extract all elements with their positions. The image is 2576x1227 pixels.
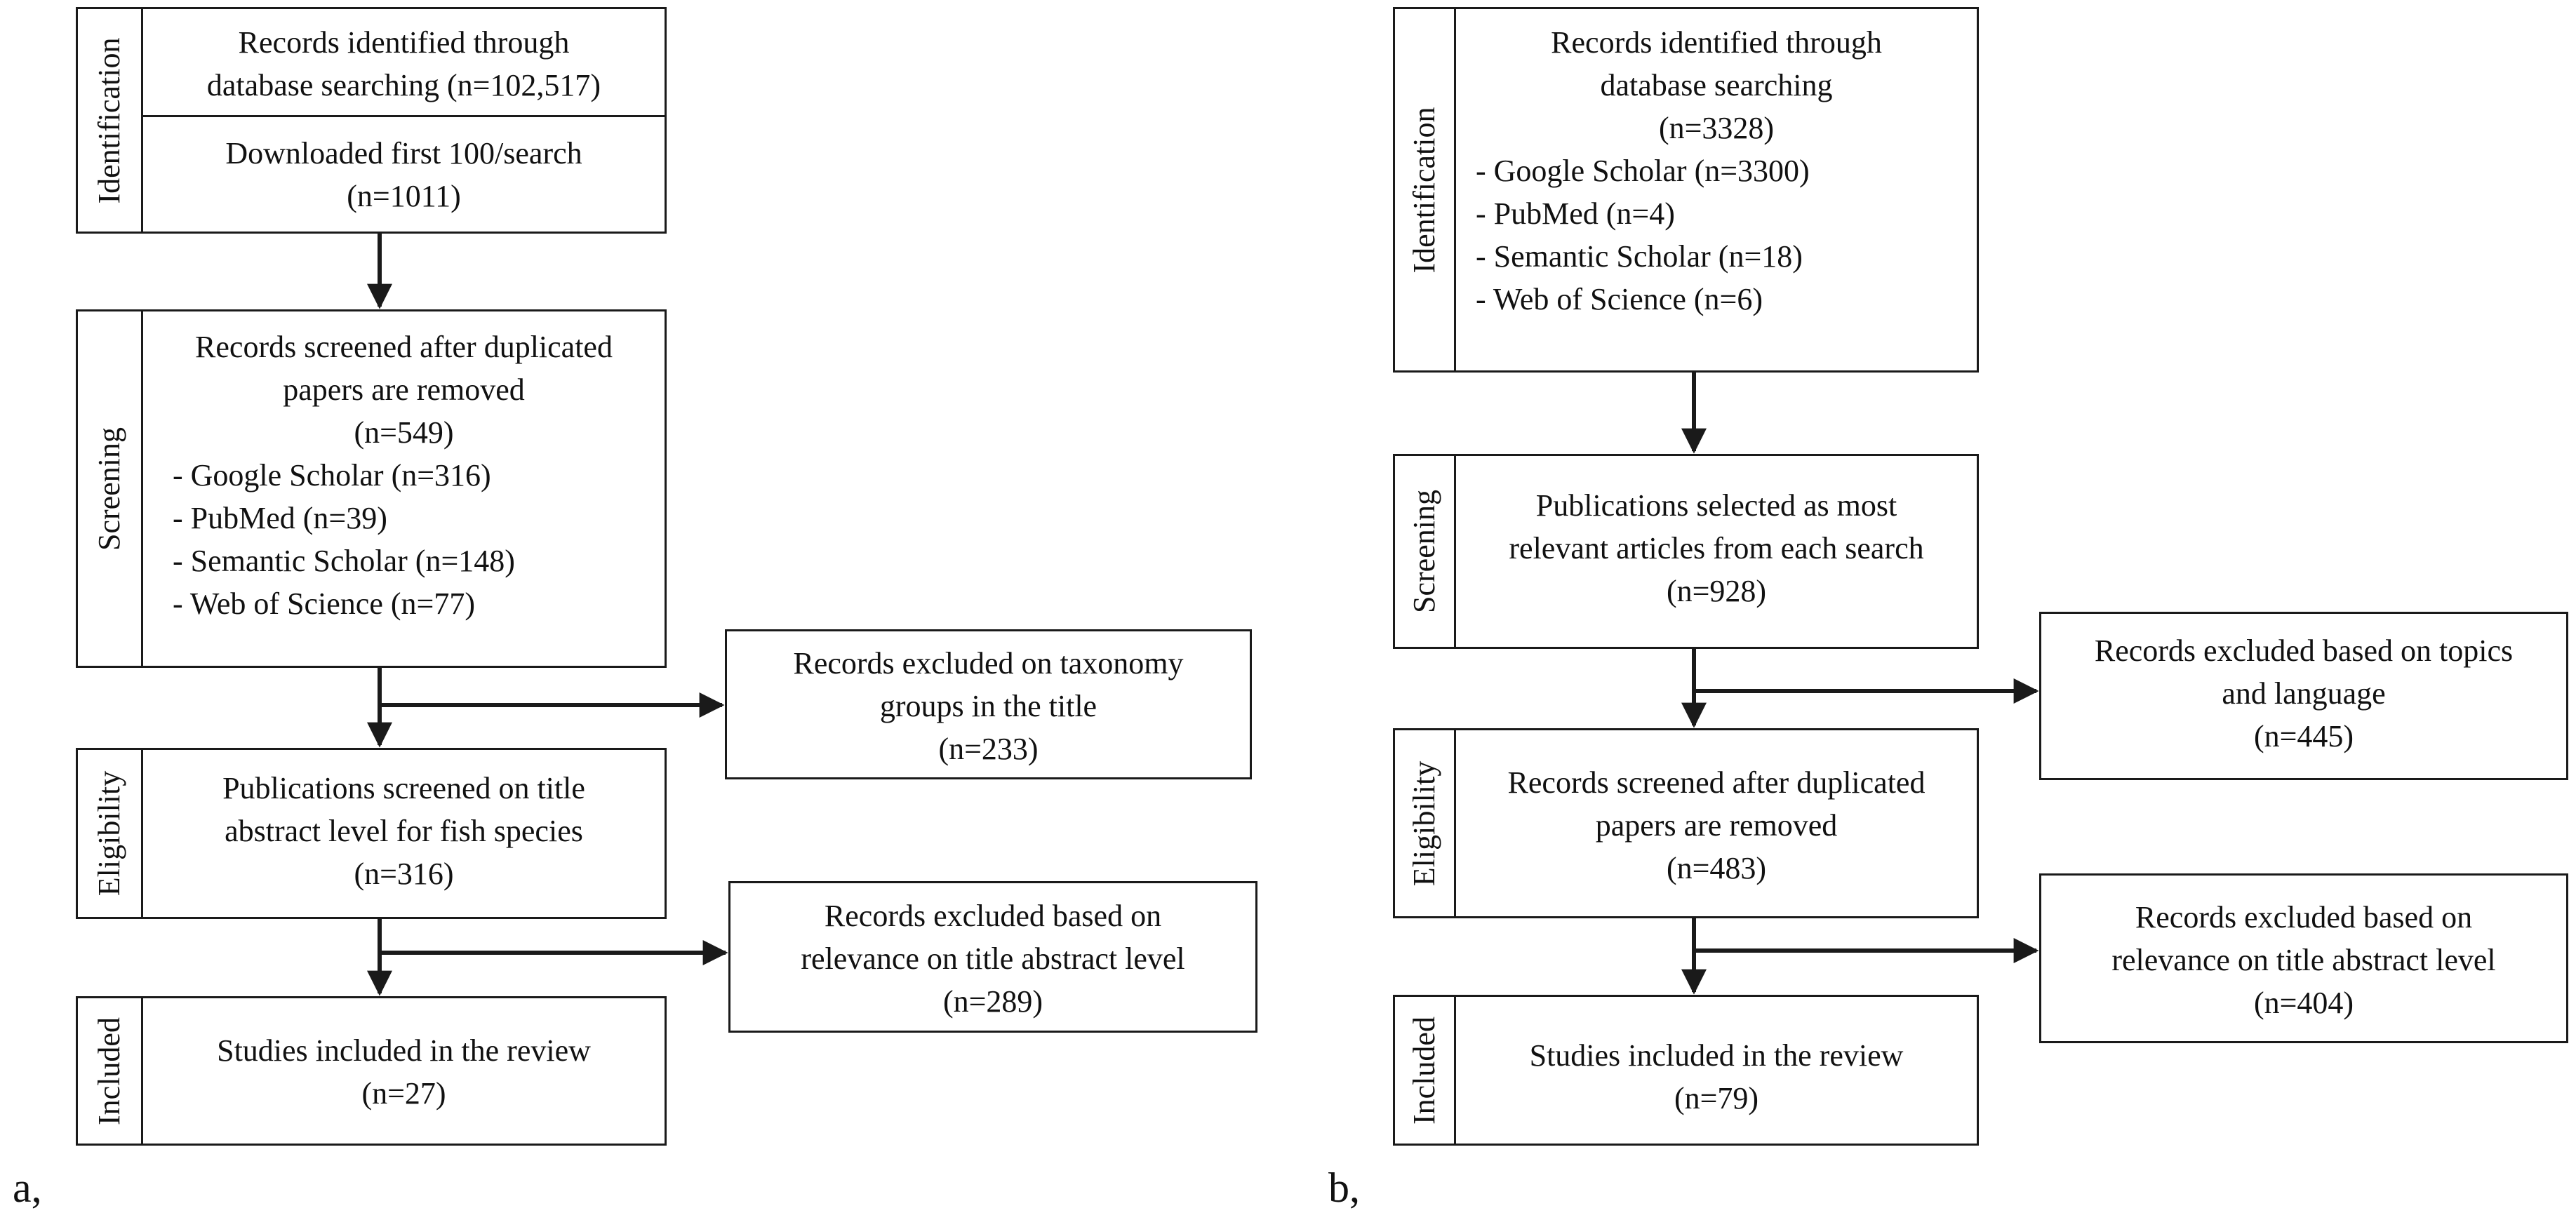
box-text: Publications selected as most — [1535, 488, 1897, 523]
box-text: Records excluded based on — [2135, 900, 2473, 934]
box-count: (n=3328) — [1658, 111, 1775, 145]
included-box: Studies included in the review (n=79) — [1454, 995, 1979, 1146]
box-text: Records excluded based on topics — [2094, 633, 2514, 668]
screening-box: Publications selected as most relevant a… — [1454, 454, 1979, 649]
box-count: (n=233) — [938, 732, 1039, 766]
excluded-box-2: Records excluded based on relevance on t… — [2039, 873, 2568, 1043]
box-count: (n=1011) — [347, 179, 461, 213]
box-count: (n=549) — [354, 415, 454, 450]
box-text: Publications screened on title — [222, 771, 585, 805]
eligibility-box: Publications screened on title abstract … — [141, 748, 667, 919]
stage-identification: Identification — [1393, 7, 1456, 373]
box-count: (n=27) — [361, 1076, 446, 1111]
stage-included: Included — [76, 996, 143, 1146]
box-text: Records screened after duplicated — [1507, 765, 1926, 800]
excluded-box-1: Records excluded on taxonomy groups in t… — [725, 629, 1252, 779]
box-count: (n=483) — [1666, 851, 1767, 885]
source-list-item: - Google Scholar (n=3300) — [1476, 154, 1810, 188]
box-count: (n=445) — [2253, 719, 2354, 753]
screening-box: Records screened after duplicated papers… — [141, 309, 667, 668]
box-divider — [143, 115, 665, 117]
panel-label-b: b, — [1328, 1165, 1360, 1211]
box-text: Records identified through — [238, 25, 570, 60]
box-text: Downloaded first 100/search — [225, 136, 582, 170]
stage-eligibility: Eligibility — [76, 748, 143, 919]
identification-box: Records identified through database sear… — [1454, 7, 1979, 373]
source-list-item: - Google Scholar (n=316) — [173, 458, 491, 492]
box-count: (n=404) — [2253, 986, 2354, 1020]
box-count: (n=289) — [942, 984, 1043, 1019]
excluded-box-2: Records excluded based on relevance on t… — [728, 881, 1257, 1033]
eligibility-box: Records screened after duplicated papers… — [1454, 728, 1979, 918]
stage-identification: Identification — [76, 7, 143, 234]
box-text: and language — [2222, 676, 2386, 711]
source-list-item: - PubMed (n=4) — [1476, 196, 1675, 231]
box-count: (n=79) — [1674, 1081, 1759, 1115]
source-list-item: - Web of Science (n=6) — [1476, 282, 1763, 316]
box-text: Records screened after duplicated — [195, 330, 613, 364]
box-text: papers are removed — [283, 373, 525, 407]
box-text: Records excluded on taxonomy — [793, 646, 1184, 680]
box-text: Records excluded based on — [824, 899, 1162, 933]
panel-label-a: a, — [13, 1165, 42, 1211]
box-text: Records identified through — [1551, 25, 1882, 60]
included-box: Studies included in the review (n=27) — [141, 996, 667, 1146]
box-text: database searching — [1600, 68, 1833, 102]
box-text: Studies included in the review — [217, 1033, 591, 1068]
box-text: relevance on title abstract level — [801, 941, 1185, 976]
source-list-item: - Web of Science (n=77) — [173, 586, 475, 621]
excluded-box-1: Records excluded based on topics and lan… — [2039, 612, 2568, 780]
box-text: relevant articles from each search — [1509, 531, 1924, 565]
source-list-item: - PubMed (n=39) — [173, 501, 387, 535]
box-text: abstract level for fish species — [225, 814, 583, 848]
source-list-item: - Semantic Scholar (n=148) — [173, 544, 515, 578]
box-text: papers are removed — [1595, 808, 1838, 843]
box-count: (n=928) — [1666, 574, 1767, 608]
box-text: Studies included in the review — [1529, 1038, 1904, 1073]
box-text: groups in the title — [879, 689, 1097, 723]
source-list-item: - Semantic Scholar (n=18) — [1476, 239, 1803, 274]
box-count: (n=316) — [354, 857, 454, 891]
identification-box: Records identified through database sear… — [141, 7, 667, 234]
stage-eligibility: Eligibility — [1393, 728, 1456, 918]
box-text: relevance on title abstract level — [2111, 943, 2496, 977]
stage-included: Included — [1393, 995, 1456, 1146]
box-text: database searching (n=102,517) — [206, 68, 601, 102]
